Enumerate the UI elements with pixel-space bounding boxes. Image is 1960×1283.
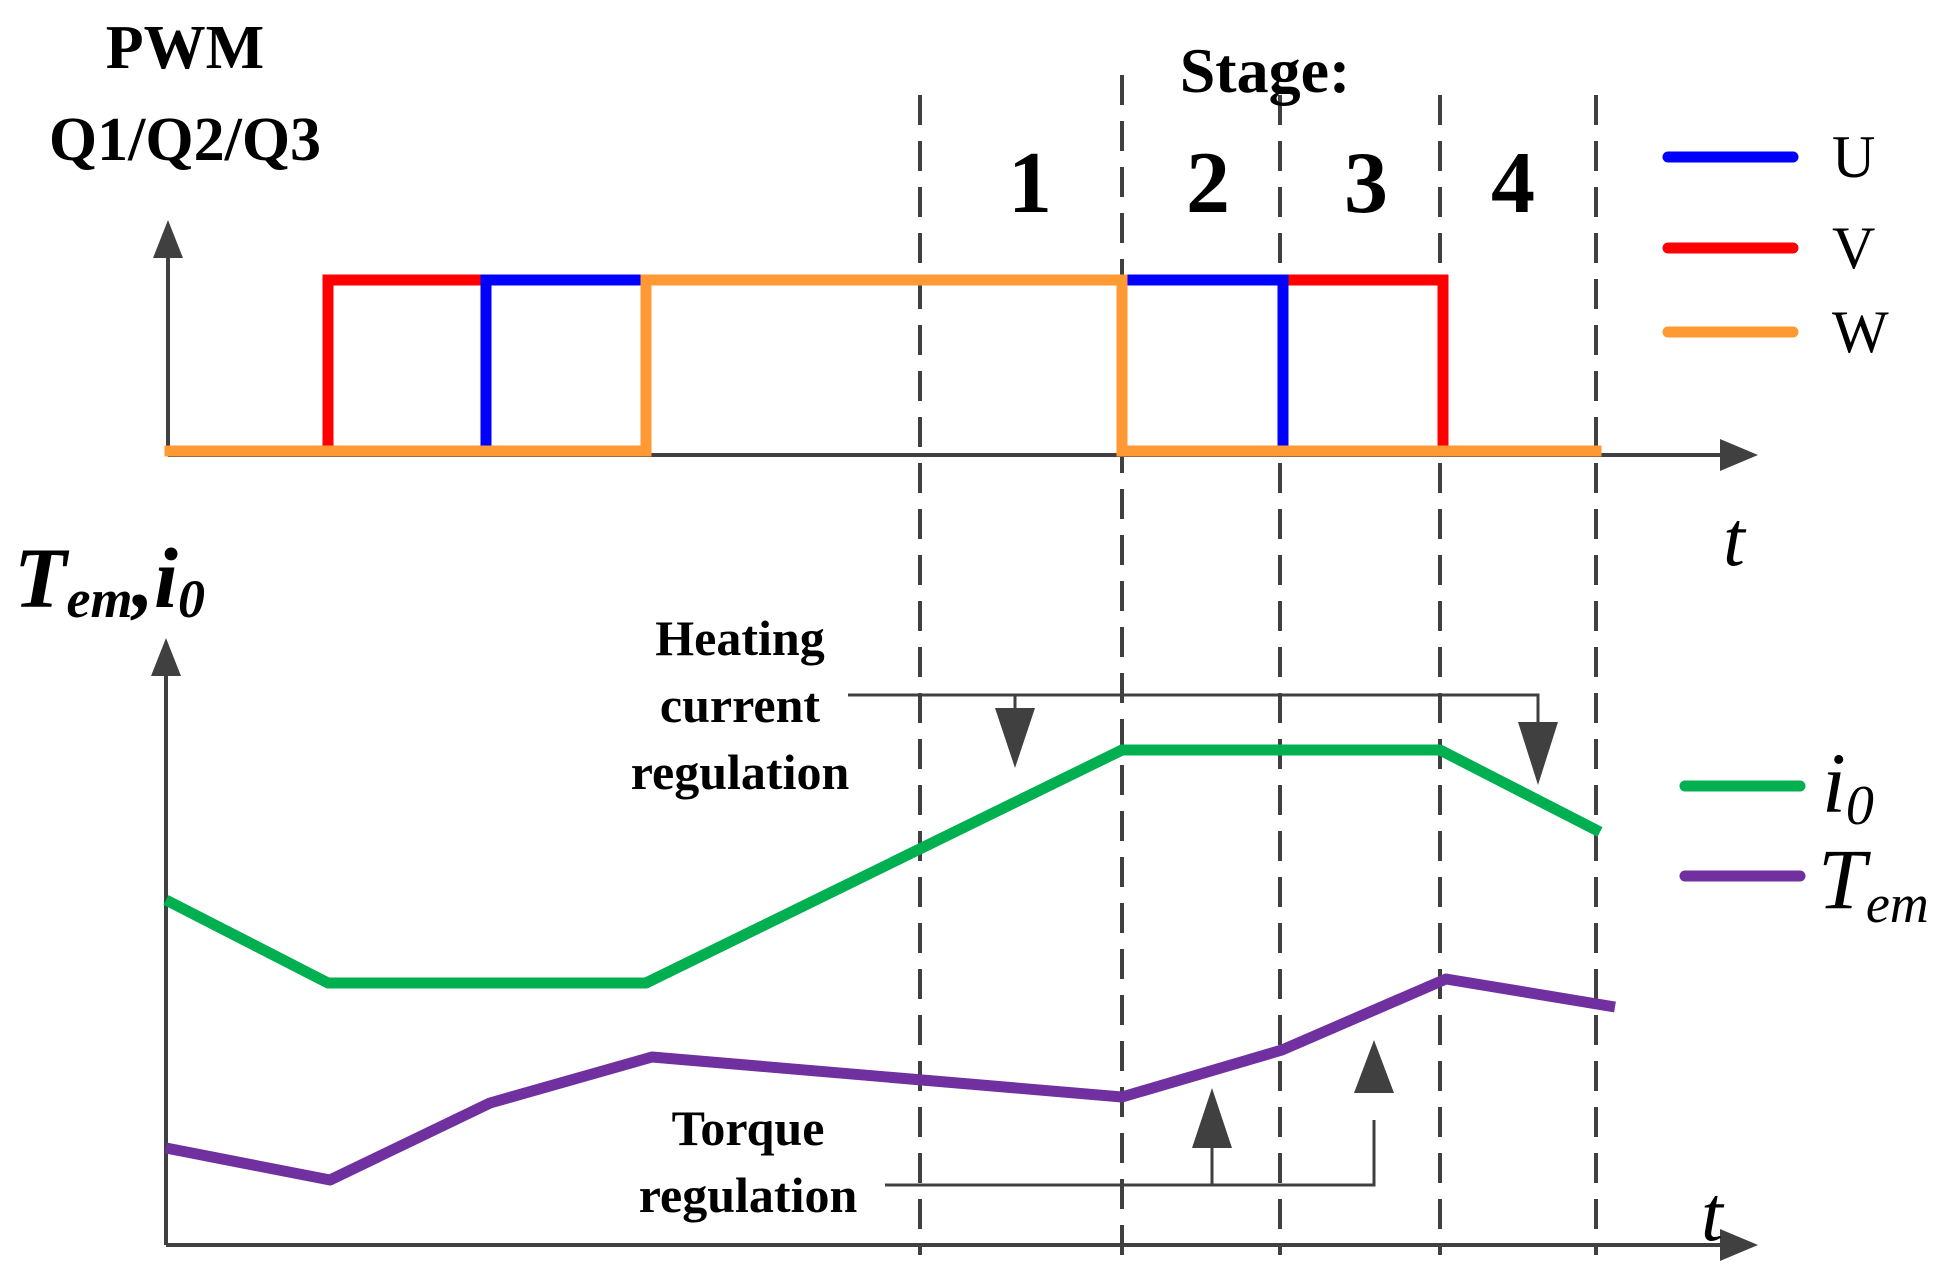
curve-tem	[164, 973, 1616, 1186]
tem-subscript: em	[67, 569, 133, 629]
heating-arrow-1-icon	[995, 708, 1035, 768]
legend-i0-subscript: 0	[1846, 775, 1874, 837]
stage-number-1: 1	[1008, 135, 1052, 232]
heating-line-2: current	[660, 677, 820, 733]
legend-label-tem: Tem	[1818, 831, 1929, 934]
pwm-y-arrow-icon	[153, 220, 183, 258]
lower-axes	[151, 638, 1758, 1261]
heating-annotation: Heating current regulation	[631, 610, 1558, 800]
i0-symbol: i	[154, 530, 178, 626]
heating-arrow-2-icon	[1518, 722, 1558, 785]
lower-time-label: t	[1701, 1170, 1725, 1257]
pwm-axes	[153, 220, 1758, 471]
stage-number-4: 4	[1491, 135, 1535, 232]
legend-label-w: W	[1832, 299, 1889, 365]
torque-annotation: Torque regulation	[639, 1040, 1394, 1223]
pwm-x-arrow-icon	[1720, 439, 1758, 471]
label-separator: ,	[131, 530, 155, 626]
i0-subscript: 0	[178, 569, 205, 629]
stage-header: Stage:	[1180, 35, 1351, 106]
pwm-title-line2: Q1/Q2/Q3	[49, 106, 321, 174]
pwm-signal-u	[164, 274, 1289, 457]
legend-tem-subscript: em	[1866, 874, 1929, 934]
waveforms	[163, 744, 1616, 1186]
lower-x-arrow-icon	[1720, 1229, 1758, 1261]
pwm-signal-w	[164, 274, 1602, 457]
pwm-signals	[164, 274, 1602, 457]
torque-arrow-2-icon	[1354, 1040, 1394, 1093]
stage-boundaries	[918, 75, 1598, 1255]
pwm-time-label: t	[1723, 495, 1747, 582]
legend-label-v: V	[1832, 215, 1875, 281]
torque-line-2: regulation	[639, 1167, 858, 1223]
pwm-signal-v	[164, 274, 1449, 457]
curve-i0	[163, 744, 1603, 989]
heating-bracket	[848, 693, 1540, 725]
lower-y-arrow-icon	[151, 638, 181, 676]
tem-symbol: T	[14, 530, 70, 626]
heating-line-3: regulation	[631, 744, 850, 800]
waveform-legend: i0 Tem	[1679, 735, 1929, 934]
stage-number-2: 2	[1186, 135, 1230, 232]
stage-number-3: 3	[1344, 135, 1388, 232]
pwm-title-line1: PWM	[106, 14, 264, 82]
torque-line-1: Torque	[672, 1100, 825, 1156]
torque-arrow-1-icon	[1192, 1088, 1232, 1148]
legend-i0-symbol: i	[1822, 735, 1846, 831]
heating-line-1: Heating	[655, 610, 824, 666]
torque-bracket	[885, 1120, 1376, 1187]
legend-label-i0: i0	[1822, 735, 1874, 837]
legend-tem-symbol: T	[1818, 831, 1871, 927]
lower-y-axis-label: Tem,i0	[14, 530, 205, 629]
pwm-legend: U V W	[1662, 124, 1889, 365]
legend-label-u: U	[1832, 124, 1875, 190]
